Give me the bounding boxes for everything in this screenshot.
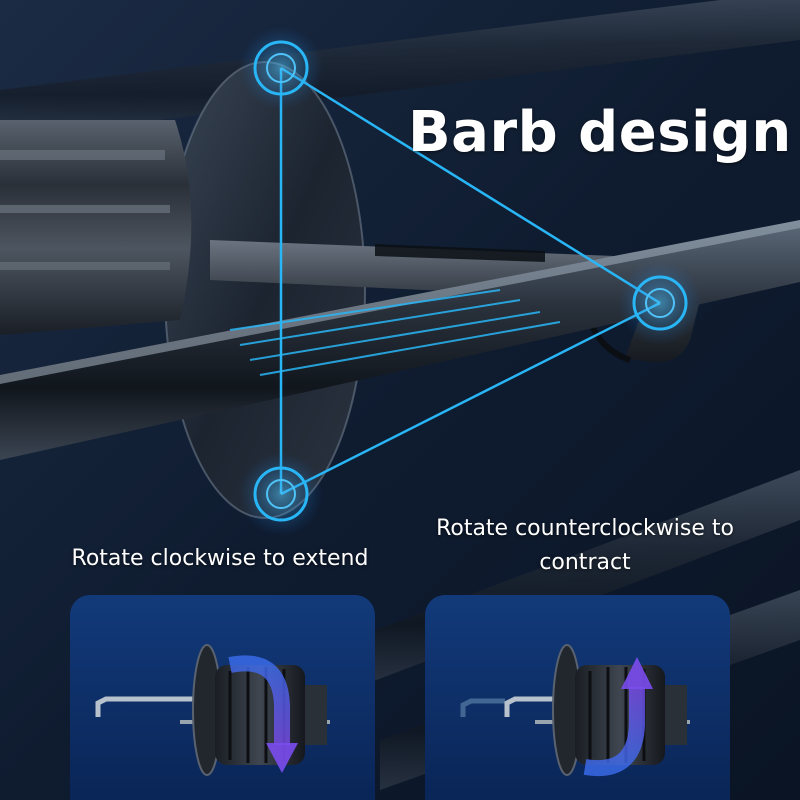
target-ring-bottom	[239, 452, 323, 536]
rotate-clockwise-arrow-icon	[228, 655, 298, 773]
panel-counterclockwise	[425, 595, 730, 800]
caption-clockwise: Rotate clockwise to extend	[71, 546, 369, 571]
rotate-counterclockwise-arrow-icon	[583, 657, 653, 777]
caption-counterclockwise: Rotate counterclockwise to contract	[436, 516, 734, 575]
panel-clockwise	[70, 595, 375, 800]
target-ring-right	[618, 261, 702, 345]
target-ring-top	[239, 26, 323, 110]
headline: Barb design	[408, 100, 792, 165]
